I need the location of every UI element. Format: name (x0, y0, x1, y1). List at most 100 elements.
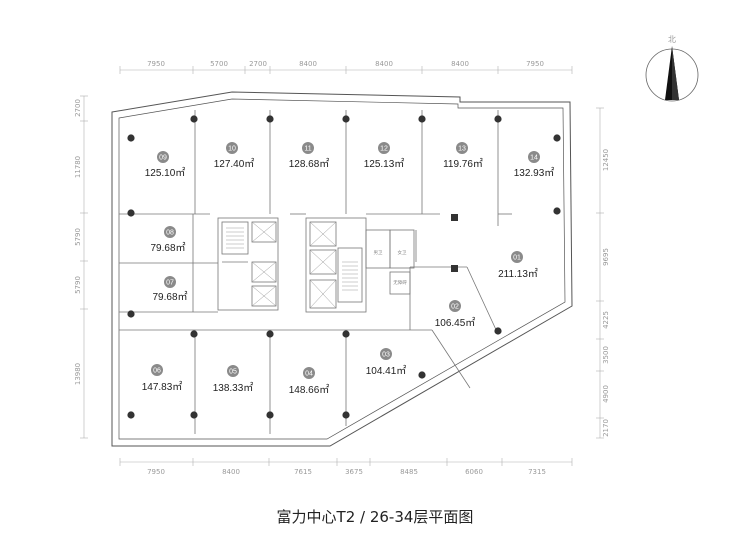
unit-number: 03 (382, 352, 390, 359)
unit-badge (226, 142, 238, 154)
unit-area: 104.41㎡ (366, 365, 407, 377)
column (494, 115, 502, 123)
dim-right-6: 2170 (602, 419, 610, 437)
column (190, 115, 198, 123)
unit-badge (378, 142, 390, 154)
unit-area: 147.83㎡ (142, 381, 183, 393)
north-arrow-icon: 北 (645, 35, 699, 102)
unit-badge (303, 367, 315, 379)
unit-badge (227, 365, 239, 377)
unit-badge (157, 151, 169, 163)
column (127, 134, 135, 142)
dim-left-1: 2700 (74, 99, 82, 117)
unit-area: 128.68㎡ (289, 158, 330, 170)
unit-number: 10 (228, 146, 236, 153)
unit-badge (151, 364, 163, 376)
unit-12: 12 125.13㎡ (364, 142, 404, 170)
column (127, 209, 135, 217)
dim-right-1: 12450 (602, 149, 610, 171)
core-label-men: 男卫 (374, 250, 383, 256)
dim-left-4: 5790 (74, 276, 82, 294)
unit-03: 03 104.41㎡ (366, 348, 407, 377)
unit-badge (449, 300, 461, 312)
unit-badge (164, 226, 176, 238)
core-label-women: 女卫 (398, 249, 407, 256)
stair-hatching (226, 221, 358, 309)
unit-area: 138.33㎡ (213, 382, 254, 394)
dim-left-3: 5790 (74, 228, 82, 246)
column (190, 411, 198, 419)
unit-07: 07 79.68㎡ (152, 276, 188, 303)
column (418, 115, 426, 123)
column (342, 115, 350, 123)
unit-badge (456, 142, 468, 154)
column (553, 134, 561, 142)
unit-area: 211.13㎡ (498, 268, 538, 280)
unit-number: 09 (159, 155, 167, 162)
dim-top-6: 8400 (451, 60, 469, 68)
unit-02: 02 106.45㎡ (435, 300, 476, 329)
dim-top-2: 5700 (210, 60, 228, 68)
column (190, 330, 198, 338)
dim-top-4: 8400 (299, 60, 317, 68)
dim-bottom-6: 6060 (465, 468, 483, 476)
dim-bottom-4: 3675 (345, 468, 363, 476)
unit-10: 10 127.40㎡ (214, 142, 255, 170)
column (266, 411, 274, 419)
unit-number: 14 (530, 155, 538, 162)
structural-columns (127, 115, 561, 419)
dim-right-4: 3500 (602, 346, 610, 364)
unit-area: 79.68㎡ (152, 291, 187, 303)
unit-number: 04 (305, 371, 313, 378)
unit-06: 06 147.83㎡ (142, 364, 183, 393)
column (553, 207, 561, 215)
column (451, 265, 458, 272)
unit-number: 08 (166, 230, 174, 237)
dimension-texts: 7950 5700 2700 8400 8400 8400 7950 7950 … (74, 60, 610, 476)
dim-right-3: 4225 (602, 311, 610, 329)
core-label-accessible: 无障碍 (393, 279, 407, 286)
unit-04: 04 148.66㎡ (289, 367, 330, 396)
core-labels: 男卫 女卫 无障碍 (374, 249, 408, 286)
dim-top-7: 7950 (526, 60, 544, 68)
dimension-lines (80, 66, 604, 466)
dim-bottom-7: 7315 (528, 468, 546, 476)
column (342, 330, 350, 338)
unit-number: 01 (513, 255, 521, 262)
dim-bottom-2: 8400 (222, 468, 240, 476)
unit-number: 02 (451, 304, 459, 311)
column (418, 371, 426, 379)
unit-number: 06 (153, 368, 161, 375)
unit-11: 11 128.68㎡ (289, 142, 330, 170)
unit-number: 12 (380, 146, 388, 153)
column (494, 327, 502, 335)
unit-area: 125.10㎡ (145, 167, 186, 179)
dim-top-5: 8400 (375, 60, 393, 68)
column (266, 330, 274, 338)
dim-bottom-1: 7950 (147, 468, 165, 476)
unit-09: 09 125.10㎡ (145, 151, 186, 179)
unit-08: 08 79.68㎡ (150, 226, 186, 254)
unit-number: 05 (229, 369, 237, 376)
unit-badge (528, 151, 540, 163)
dim-right-5: 4900 (602, 385, 610, 403)
unit-number: 11 (304, 146, 311, 153)
unit-area: 119.76㎡ (443, 158, 483, 170)
dim-bottom-3: 7615 (294, 468, 312, 476)
unit-area: 148.66㎡ (289, 384, 330, 396)
unit-number: 07 (166, 280, 174, 287)
unit-area: 127.40㎡ (214, 158, 255, 170)
column (342, 411, 350, 419)
column (127, 310, 135, 318)
unit-number: 13 (458, 146, 466, 153)
dim-top-1: 7950 (147, 60, 165, 68)
unit-05: 05 138.33㎡ (213, 365, 254, 394)
dim-top-3: 2700 (249, 60, 267, 68)
unit-badge (302, 142, 314, 154)
unit-area: 106.45㎡ (435, 317, 476, 329)
dim-left-5: 13980 (74, 363, 82, 385)
column (127, 411, 135, 419)
column (266, 115, 274, 123)
unit-badge (164, 276, 176, 288)
